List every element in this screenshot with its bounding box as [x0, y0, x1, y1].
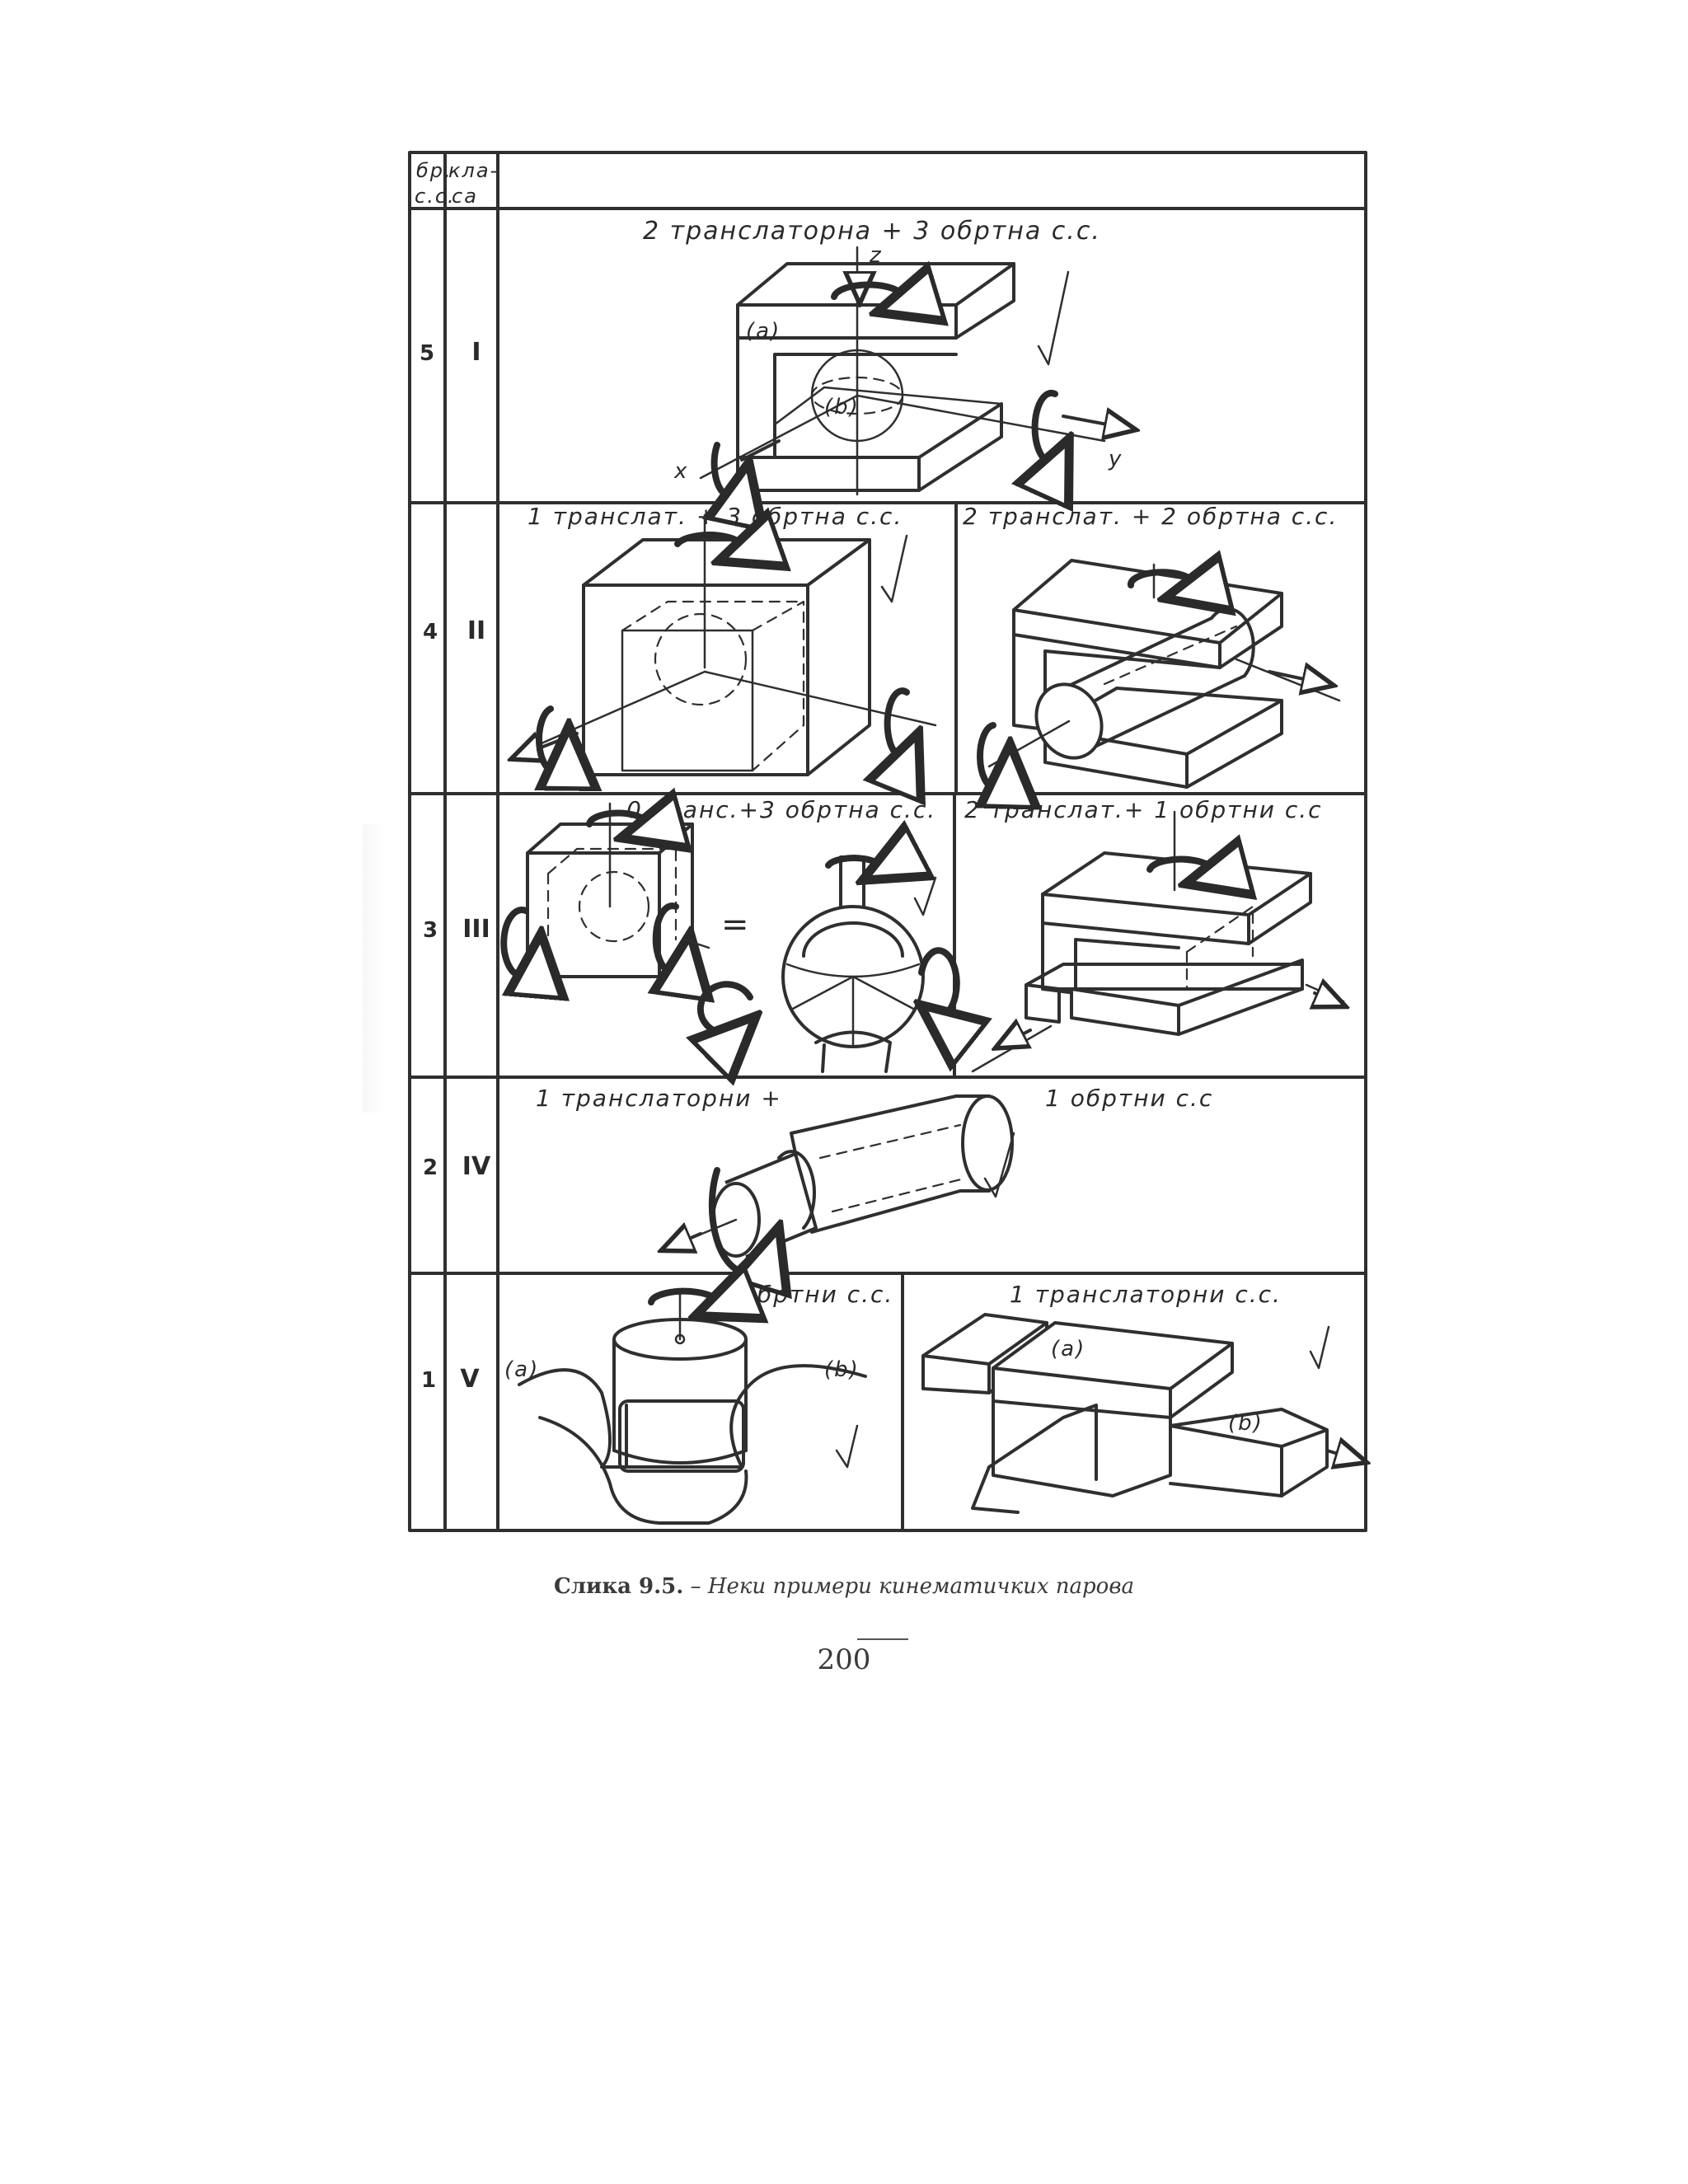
- table-grid: [408, 151, 1367, 1532]
- row3-left-caption: 0 транс.+3 обртна с.с.: [626, 796, 936, 823]
- row-labels: 5 I 4 II 3 III 2 IV 1 V: [420, 338, 491, 1394]
- table-header: бр. с.с. кла- са: [415, 159, 499, 208]
- figure-caption: Слика 9.5. – Неки примери кинематичких п…: [0, 1574, 1688, 1599]
- row3-right-caption: 2 транслат.+ 1 обртни с.с: [964, 796, 1323, 823]
- header-dof-line1: бр.: [416, 159, 452, 182]
- row3-right-illustration: 2 транслат.+ 1 обртни с.с: [964, 796, 1343, 1073]
- row3-left-illustration: 0 транс.+3 обртна с.с. =: [504, 796, 957, 1071]
- header-class-line1: кла-: [448, 159, 499, 182]
- row2-dof: 4: [423, 620, 438, 644]
- row1-axis-y: y: [1108, 447, 1123, 471]
- row1-check-mark: [1037, 270, 1070, 366]
- header-class-line2: са: [452, 185, 478, 208]
- row4-right-caption: 1 обртни с.с: [1045, 1085, 1213, 1112]
- row1-axis-z: z: [869, 243, 883, 268]
- row4-dof: 2: [423, 1155, 438, 1180]
- row1-part-a: (a): [746, 319, 781, 344]
- row3-equals: =: [721, 906, 751, 944]
- row5-left-part-b: (b): [824, 1357, 860, 1382]
- row1-part-b: (b): [824, 395, 860, 419]
- row5-left-illustration: 1обртни с.с. (a) (b): [504, 1281, 893, 1525]
- row4-left-caption: 1 транслаторни +: [536, 1085, 782, 1112]
- row4-illustration: 1 транслаторни + 1 обртни с.с: [536, 1085, 1213, 1272]
- row3-class: III: [462, 915, 490, 944]
- row2-class: II: [467, 616, 485, 645]
- row4-class: IV: [462, 1152, 491, 1181]
- row5-left-caption: 1обртни с.с.: [725, 1281, 893, 1308]
- caption-separator: –: [683, 1574, 708, 1599]
- row2-left-caption: 1 транслат. + 3 обртна с.с.: [528, 503, 903, 530]
- caption-label: Слика 9.5.: [554, 1574, 684, 1599]
- row2-right-illustration: 2 транслат. + 2 обртна с.с.: [963, 503, 1341, 788]
- row5-right-caption: 1 транслаторни с.с.: [1010, 1281, 1282, 1308]
- row2-left-illustration: 1 транслат. + 3 обртна с.с.: [518, 503, 937, 775]
- row1-axis-x: x: [673, 459, 688, 484]
- row5-right-part-b: (b): [1228, 1411, 1264, 1436]
- row1-illustration: 2 транслаторна + 3 обртна с.с. z x y (a)…: [643, 217, 1129, 496]
- caption-text: Неки примери кинематичких парова: [707, 1574, 1134, 1599]
- row1-class: I: [471, 338, 481, 367]
- header-dof-line2: с.с.: [415, 185, 456, 208]
- row5-right-illustration: 1 транслаторни с.с. (a) (b): [921, 1281, 1360, 1514]
- page-number: 200: [817, 1643, 871, 1676]
- page-number-rule: [857, 1638, 908, 1640]
- row5-dof: 1: [421, 1368, 436, 1393]
- page-shadow: [363, 824, 387, 1113]
- row3-dof: 3: [423, 918, 438, 943]
- row1-dof: 5: [420, 341, 434, 366]
- row1-caption: 2 транслаторна + 3 обртна с.с.: [643, 217, 1101, 246]
- row2-right-caption: 2 транслат. + 2 обртна с.с.: [963, 503, 1338, 530]
- row5-left-part-a: (a): [504, 1357, 539, 1382]
- row5-class: V: [460, 1365, 480, 1394]
- row5-right-part-a: (a): [1051, 1337, 1085, 1361]
